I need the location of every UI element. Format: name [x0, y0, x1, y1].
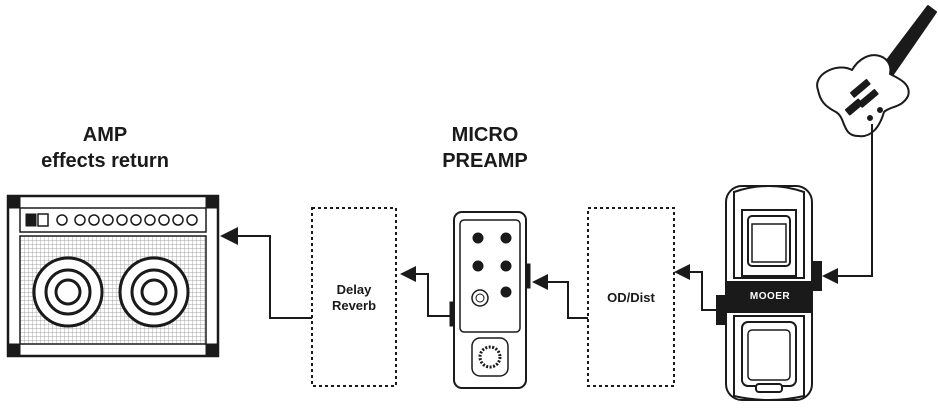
speaker-icon: [118, 256, 190, 328]
preamp-title-line2: PREAMP: [442, 150, 528, 172]
speaker-icon: [32, 256, 104, 328]
amp-icon: [6, 194, 220, 358]
preamp-title: MICRO PREAMP: [420, 122, 550, 174]
arrow-into-od: [674, 264, 690, 280]
micro-preamp-pedal: [449, 211, 531, 389]
cable-pedal-to-od: [690, 271, 720, 311]
cable-delay-to-amp: [238, 235, 312, 319]
preamp-title-line1: MICRO: [451, 124, 519, 146]
arrow-into-pedal: [822, 268, 838, 284]
delay-reverb-label: Delay Reverb: [312, 282, 396, 314]
amp-title: AMP effects return: [10, 122, 200, 174]
knob-icon: [500, 286, 512, 298]
mooer-pedal: [716, 185, 822, 401]
od-dist-label: OD/Dist: [607, 290, 655, 305]
arrow-into-delay: [400, 266, 416, 282]
arrow-into-amp: [220, 227, 238, 245]
knob-icon: [500, 232, 512, 244]
mooer-brand-label: MOOER: [749, 291, 791, 302]
footswitch-icon: [478, 345, 502, 369]
amp-title-line2: effects return: [41, 150, 169, 172]
knob-icon: [472, 260, 484, 272]
guitar-icon: [816, 5, 937, 138]
cable-od-to-preamp: [548, 281, 588, 319]
cable-guitar-to-pedal: [838, 124, 873, 277]
delay-label-line2: Reverb: [331, 298, 377, 313]
knob-icon: [472, 232, 484, 244]
knob-icon: [500, 260, 512, 272]
arrow-into-preamp: [532, 274, 548, 290]
od-dist-box: [587, 207, 675, 387]
amp-title-line1: AMP: [82, 124, 128, 146]
cable-preamp-to-delay: [416, 273, 450, 317]
delay-label-line1: Delay: [336, 282, 372, 297]
delay-reverb-box: [311, 207, 397, 387]
